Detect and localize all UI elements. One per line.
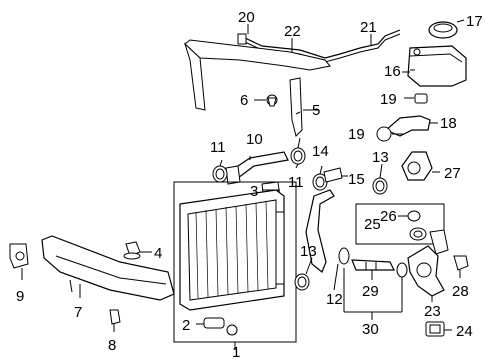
callout-22: 22	[284, 23, 301, 40]
callout-labels: 1 2 3 4 5 6 7 8 9 10 11 11 12 13 13 14 1…	[16, 9, 483, 360]
part-30-bracket-line	[343, 262, 408, 320]
callout-20: 20	[238, 9, 255, 26]
callout-30: 30	[362, 321, 379, 338]
part-29-pipe	[351, 259, 395, 280]
part-4-bolt	[123, 241, 152, 260]
callout-13-upper: 13	[372, 149, 389, 166]
part-13-lower-hose	[305, 189, 335, 273]
callout-11-left: 11	[210, 139, 226, 156]
callout-5: 5	[312, 102, 320, 119]
callout-10: 10	[246, 131, 263, 148]
part-17-cap	[428, 19, 465, 39]
callout-27: 27	[444, 165, 461, 182]
callout-28: 28	[452, 283, 469, 300]
callout-8: 8	[108, 337, 116, 354]
part-10-hose	[225, 151, 289, 185]
part-19-clamp-upper	[404, 93, 428, 104]
callout-6: 6	[240, 92, 248, 109]
callout-24: 24	[456, 323, 473, 340]
callout-17: 17	[466, 13, 483, 30]
callout-19-upper: 19	[380, 91, 397, 108]
callout-leaders	[219, 71, 410, 275]
part-9-sensor	[9, 243, 29, 280]
callout-26: 26	[380, 208, 397, 225]
part-12-seal	[333, 247, 350, 291]
part-20-fitting	[237, 24, 249, 45]
part-11-clamp-left	[212, 165, 228, 183]
callout-4: 4	[154, 245, 162, 262]
callout-18: 18	[440, 115, 457, 132]
part-24-gasket	[425, 321, 452, 337]
part-25-box	[355, 203, 445, 245]
callout-1: 1	[232, 344, 240, 360]
callout-12: 12	[326, 291, 343, 308]
part-7-lower-shield	[41, 235, 175, 301]
callout-3: 3	[250, 183, 258, 200]
callout-13-lower: 13	[300, 243, 317, 260]
callout-15: 15	[348, 171, 365, 188]
part-27-housing	[401, 151, 440, 181]
part-28-sensor	[453, 255, 469, 278]
part-23-pump-housing	[407, 229, 449, 302]
callout-11-right: 11	[288, 174, 304, 191]
part-13-clamp-lower	[294, 273, 310, 291]
part-6-clip	[254, 94, 278, 107]
callout-9: 9	[16, 288, 24, 305]
part-18-hose	[376, 115, 438, 142]
callout-14: 14	[312, 143, 329, 160]
callout-19-lower: 19	[348, 126, 365, 143]
part-15-bracket	[323, 167, 348, 183]
callout-25: 25	[364, 216, 381, 233]
callout-7: 7	[74, 304, 82, 321]
part-8-fastener	[109, 309, 121, 332]
callout-29: 29	[362, 283, 379, 300]
part-2-drain-plug	[196, 317, 238, 336]
part-11-clamp-right	[290, 147, 306, 165]
part-16-reservoir	[407, 45, 467, 87]
part-5-upper-frame	[183, 39, 331, 137]
part-13-clamp-upper	[372, 177, 388, 195]
callout-23: 23	[424, 303, 441, 320]
part-26-seals	[407, 210, 427, 241]
callout-21: 21	[360, 19, 377, 36]
part-1-radiator	[179, 189, 285, 311]
callout-16: 16	[384, 63, 401, 80]
callout-2: 2	[182, 317, 190, 334]
